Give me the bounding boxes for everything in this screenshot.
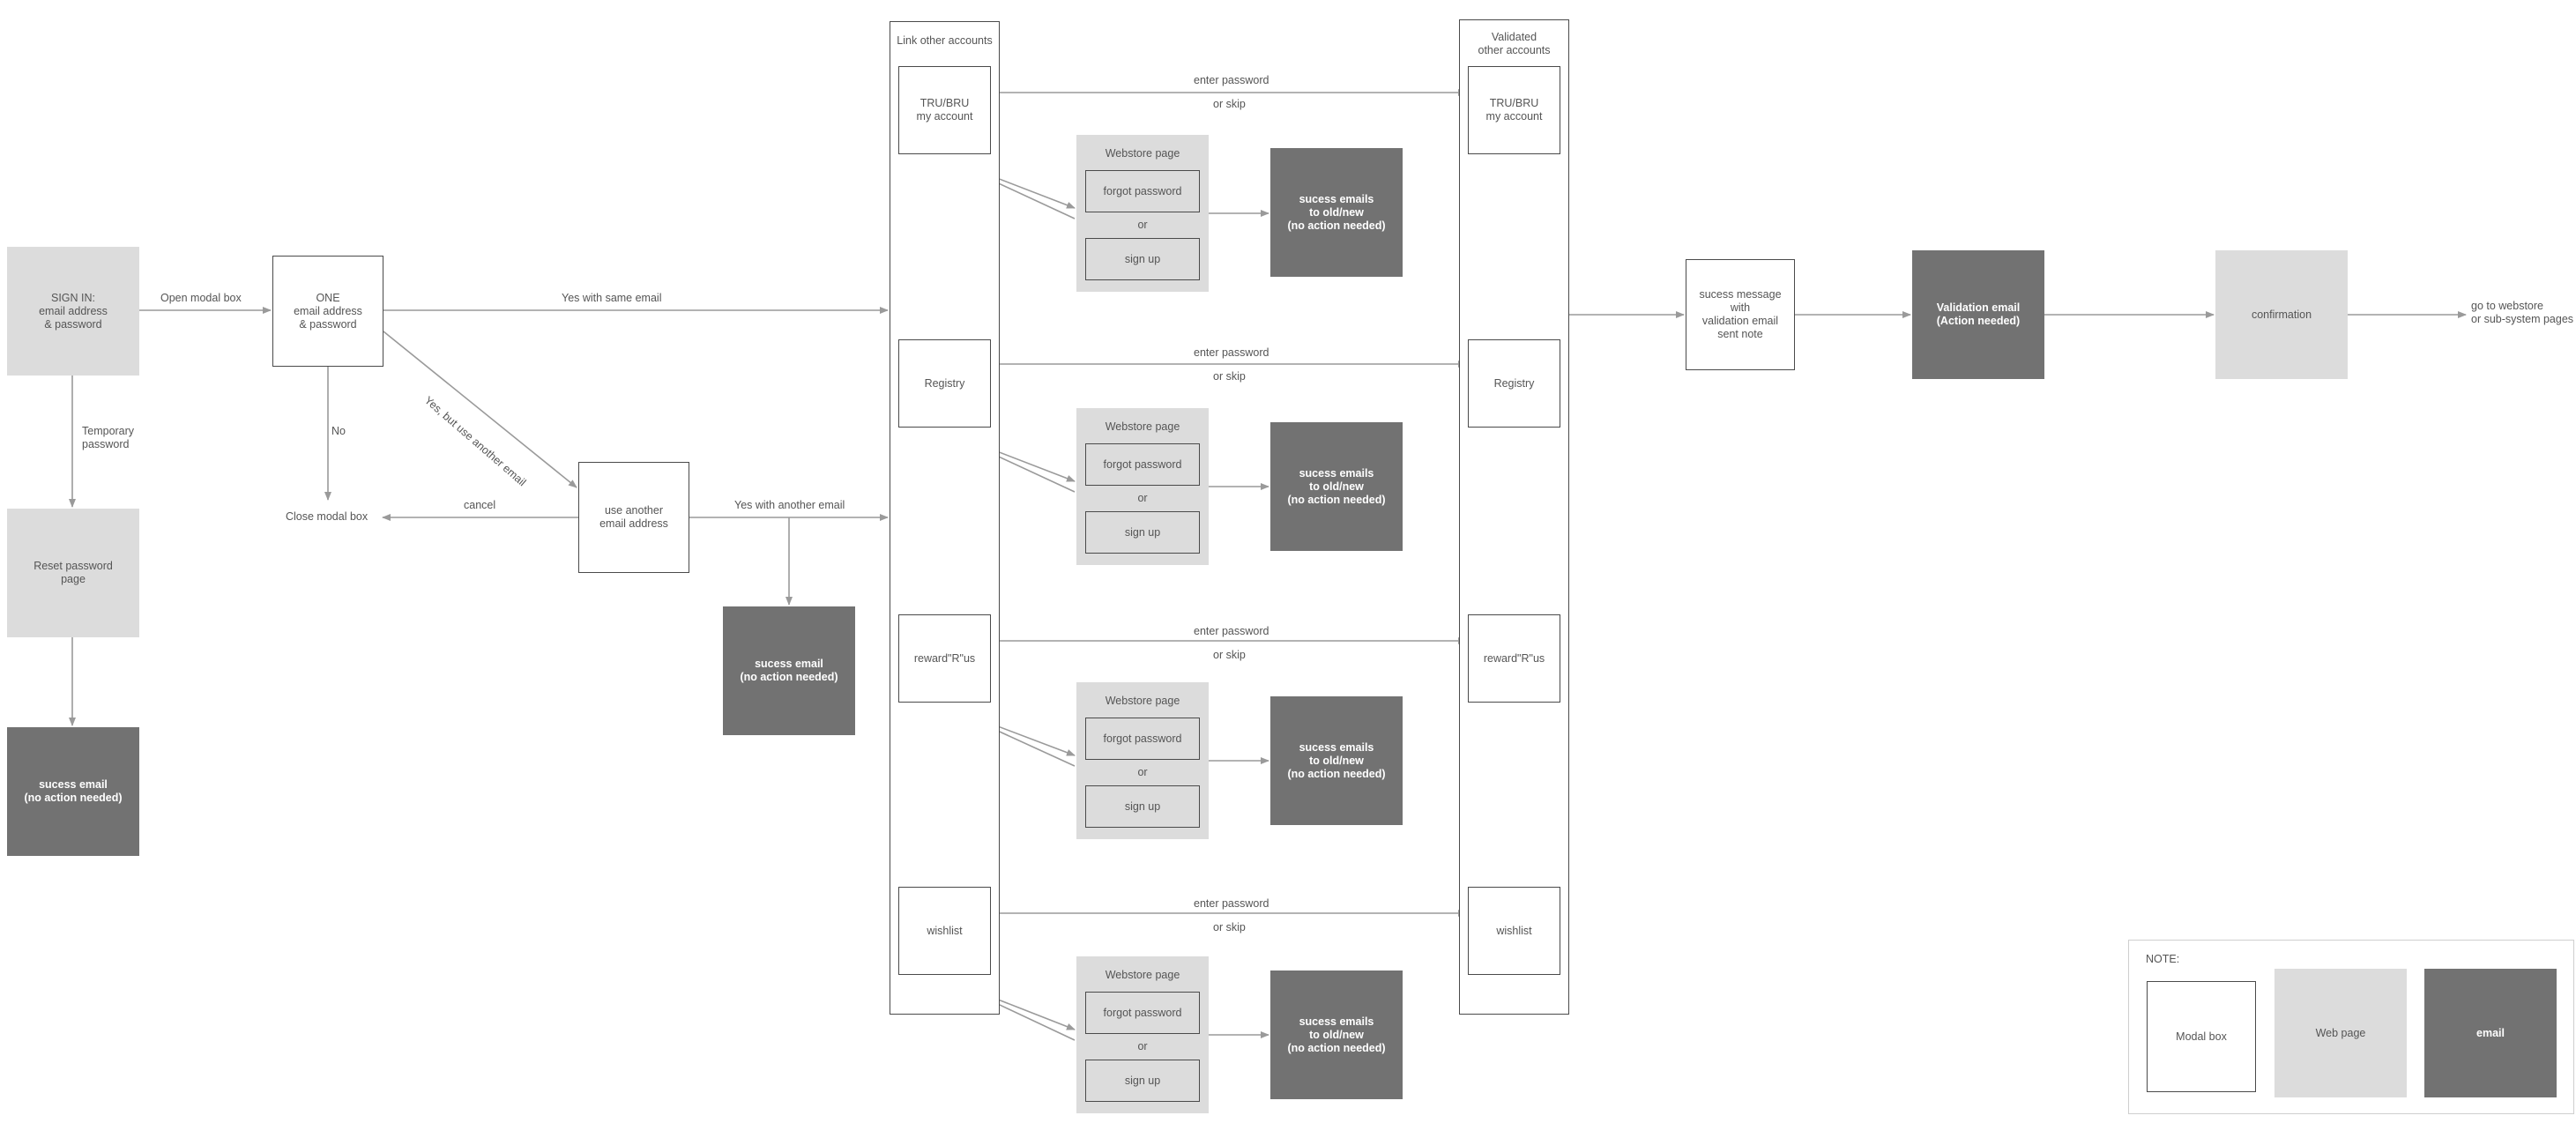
or-text: or	[1137, 766, 1148, 778]
label-no: No	[331, 425, 346, 437]
arrow-yes-but-another-email	[383, 331, 577, 488]
success-emails-old-new: sucess emails to old/new (no action need…	[1270, 696, 1403, 825]
webstore-page-group: Webstore page forgot password or sign up	[1076, 956, 1209, 1113]
legend-note: NOTE: Modal box Web page email	[2128, 940, 2574, 1114]
sign-up-button: sign up	[1085, 1060, 1200, 1102]
legend-modal-box: Modal box	[2147, 981, 2256, 1092]
one-email-modal: ONE email address & password	[272, 256, 383, 367]
webstore-page-group: Webstore page forgot password or sign up	[1076, 408, 1209, 565]
label-open-modal: Open modal box	[160, 292, 242, 304]
label-or-skip: or skip	[1213, 921, 1246, 933]
sign-in-page: SIGN IN: email address & password	[7, 247, 139, 376]
success-emails-old-new: sucess emails to old/new (no action need…	[1270, 971, 1403, 1099]
link-account-rewards: reward"R"us	[898, 614, 991, 703]
or-text: or	[1137, 1040, 1148, 1052]
webstore-page-title: Webstore page	[1105, 147, 1180, 160]
link-account-wishlist: wishlist	[898, 887, 991, 975]
webstore-page-group: Webstore page forgot password or sign up	[1076, 682, 1209, 839]
link-account-registry: Registry	[898, 339, 991, 428]
success-email-left: sucess email (no action needed)	[7, 727, 139, 856]
forgot-password-button: forgot password	[1085, 443, 1200, 486]
validated-account-wishlist: wishlist	[1468, 887, 1560, 975]
use-another-email-modal: use another email address	[578, 462, 689, 573]
label-enter-password: enter password	[1194, 346, 1269, 359]
success-email-mid: sucess email (no action needed)	[723, 606, 855, 735]
reset-password-page: Reset password page	[7, 509, 139, 637]
success-emails-old-new: sucess emails to old/new (no action need…	[1270, 422, 1403, 551]
label-or-skip: or skip	[1213, 649, 1246, 661]
forgot-password-button: forgot password	[1085, 718, 1200, 760]
legend-email: email	[2424, 969, 2557, 1097]
go-to-webstore-text: go to webstore or sub-system pages	[2471, 300, 2574, 325]
forgot-password-button: forgot password	[1085, 992, 1200, 1034]
link-accounts-title: Link other accounts	[897, 34, 993, 47]
link-accounts-column: Link other accounts	[890, 21, 1000, 1015]
webstore-page-title: Webstore page	[1105, 420, 1180, 433]
success-emails-old-new: sucess emails to old/new (no action need…	[1270, 148, 1403, 277]
webstore-page-group: Webstore page forgot password or sign up	[1076, 135, 1209, 292]
label-enter-password: enter password	[1194, 897, 1269, 910]
legend-title: NOTE:	[2146, 953, 2180, 965]
link-account-tru-bru: TRU/BRU my account	[898, 66, 991, 154]
label-or-skip: or skip	[1213, 98, 1246, 110]
label-yes-another-email: Yes with another email	[734, 499, 845, 511]
or-text: or	[1137, 219, 1148, 231]
webstore-page-title: Webstore page	[1105, 695, 1180, 707]
sign-up-button: sign up	[1085, 238, 1200, 280]
validated-account-rewards: reward"R"us	[1468, 614, 1560, 703]
label-or-skip: or skip	[1213, 370, 1246, 383]
close-modal-box: Close modal box	[286, 510, 369, 523]
label-enter-password: enter password	[1194, 625, 1269, 637]
legend-web-page: Web page	[2274, 969, 2407, 1097]
label-temporary-password: Temporary password	[82, 425, 135, 450]
or-text: or	[1137, 492, 1148, 504]
label-cancel: cancel	[464, 499, 496, 511]
validated-account-registry: Registry	[1468, 339, 1560, 428]
validated-account-tru-bru: TRU/BRU my account	[1468, 66, 1560, 154]
validated-accounts-title: Validated other accounts	[1478, 31, 1551, 56]
label-enter-password: enter password	[1194, 74, 1269, 86]
forgot-password-button: forgot password	[1085, 170, 1200, 212]
validation-email: Validation email (Action needed)	[1912, 250, 2044, 379]
confirmation-page: confirmation	[2215, 250, 2348, 379]
validated-accounts-column: Validated other accounts	[1459, 19, 1569, 1015]
sign-up-button: sign up	[1085, 511, 1200, 554]
success-message-modal: sucess message with validation email sen…	[1686, 259, 1795, 370]
webstore-page-title: Webstore page	[1105, 969, 1180, 981]
sign-up-button: sign up	[1085, 785, 1200, 828]
label-yes-same-email: Yes with same email	[562, 292, 662, 304]
